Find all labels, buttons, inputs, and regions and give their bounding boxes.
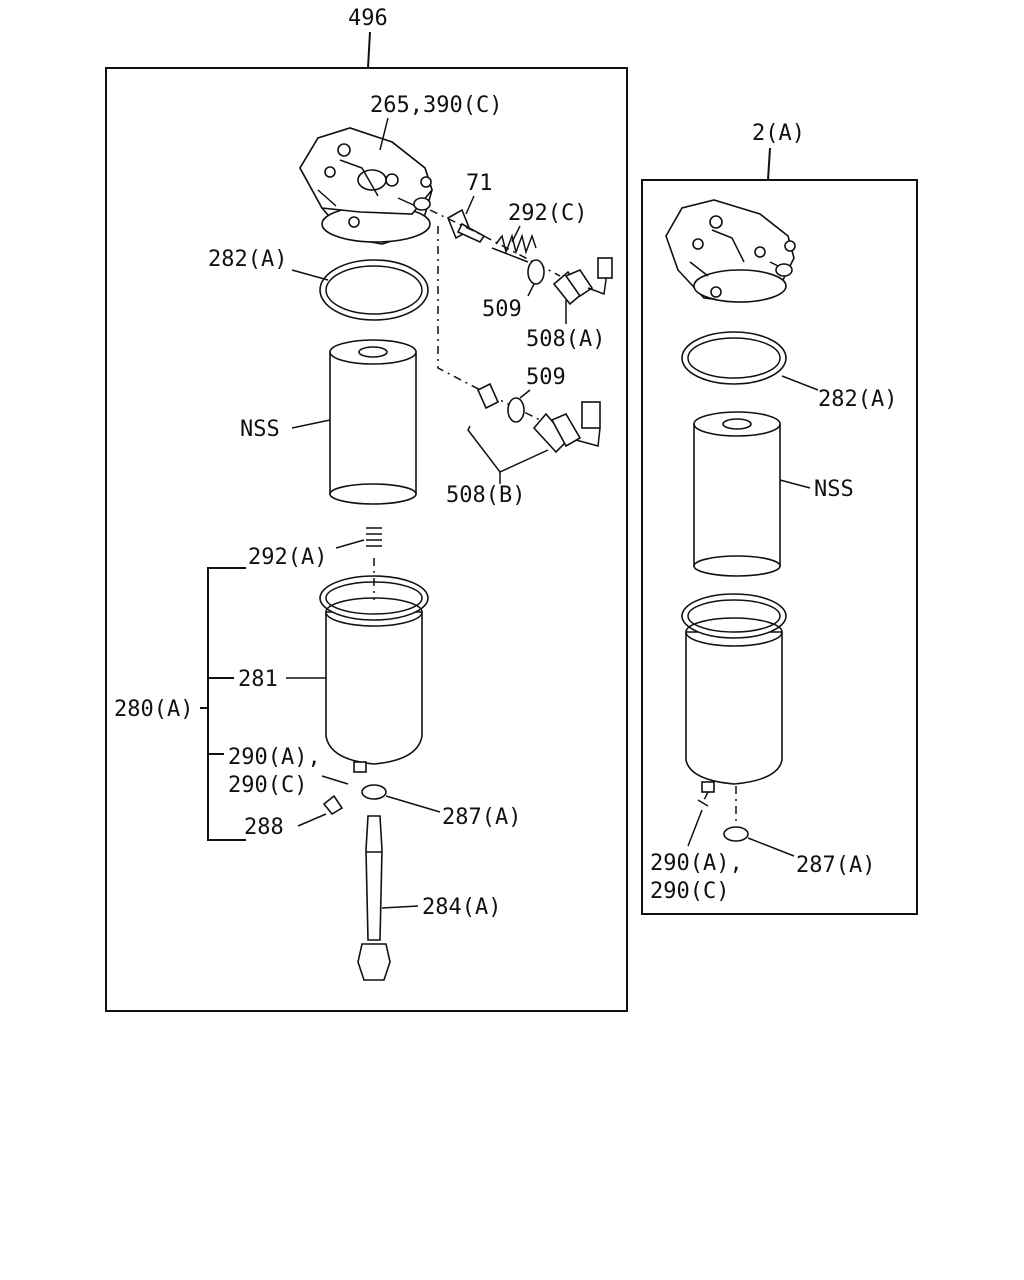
seal-right-leader (687, 809, 703, 847)
head-leader (379, 117, 389, 151)
seal-right-a-label: 290(A), (650, 851, 743, 876)
head-label: 265,390(C) (370, 93, 502, 118)
bowl-right (681, 593, 787, 793)
filter-label: NSS (240, 417, 280, 442)
spring-c (491, 233, 537, 263)
right-group-number: 2(A) (752, 121, 805, 146)
oring-lower (507, 397, 525, 423)
left-group-frame (105, 67, 628, 1012)
ring-right-leader (781, 375, 819, 391)
bowl-label: 281 (238, 667, 278, 692)
ring-right-inner (687, 337, 781, 379)
bolt-label: 284(A) (422, 895, 501, 920)
spring-c-leader (511, 225, 521, 243)
left-group-number: 496 (348, 6, 388, 31)
ring-left (319, 259, 429, 321)
oring-a-label: 509 (482, 297, 522, 322)
gasket-right-leader (747, 837, 795, 857)
gasket-label: 287(A) (442, 805, 521, 830)
gasket-leader (385, 795, 441, 813)
assy-bracket (207, 567, 246, 841)
seal-right-dash (703, 791, 709, 801)
center-bolt (357, 815, 391, 981)
left-assembly-group: 496 265,390(C) 71 (105, 6, 628, 1012)
oring-a-leader (527, 283, 535, 297)
plug-label: 71 (466, 171, 493, 196)
seal-a-label: 290(A), (228, 745, 321, 770)
switch-a-label: 508(A) (526, 327, 605, 352)
seal-right (697, 799, 709, 807)
filter-cartridge-left (329, 339, 417, 505)
ring-leader (291, 269, 329, 281)
switch-b-leader (467, 425, 549, 473)
drain-plug (322, 794, 344, 816)
right-assembly-group: 2(A) 282(A) NSS (641, 121, 918, 915)
plug-drain-label: 288 (244, 815, 284, 840)
switch-b (532, 401, 601, 454)
ring-right (681, 331, 787, 385)
switch-a (552, 257, 613, 306)
valve-fitting (476, 382, 500, 410)
spring-a-leader (335, 539, 365, 549)
bowl-left (319, 558, 429, 773)
filter-cartridge-right (693, 411, 781, 577)
plug-part (446, 208, 486, 244)
switch-b-label: 508(B) (446, 483, 525, 508)
filter-head-right (665, 199, 796, 303)
seal-part (321, 775, 349, 785)
filter-right-label: NSS (814, 477, 854, 502)
filter-head (299, 127, 433, 245)
right-group-leader (767, 147, 771, 181)
gasket-left (361, 784, 387, 800)
spring-c-label: 292(C) (508, 201, 587, 226)
plug-leader (465, 195, 475, 215)
oring-b-label: 509 (526, 365, 566, 390)
assy-label: 280(A) (114, 697, 193, 722)
filter-right-leader (779, 479, 811, 489)
spring-a (366, 527, 382, 547)
oring-upper (527, 259, 545, 285)
gasket-right (723, 826, 749, 842)
ring-right-label: 282(A) (818, 387, 897, 412)
gasket-right-label: 287(A) (796, 853, 875, 878)
filter-leader (291, 419, 331, 429)
plug-drain-leader (297, 813, 327, 827)
bolt-leader (381, 905, 419, 909)
seal-c-label: 290(C) (228, 773, 307, 798)
ring-left-inner (325, 265, 423, 315)
seal-right-c-label: 290(C) (650, 879, 729, 904)
left-group-leader (367, 31, 371, 69)
right-group-frame (641, 179, 918, 915)
oring-b-leader (519, 389, 531, 399)
ring-label: 282(A) (208, 247, 287, 272)
spring-a-label: 292(A) (248, 545, 327, 570)
